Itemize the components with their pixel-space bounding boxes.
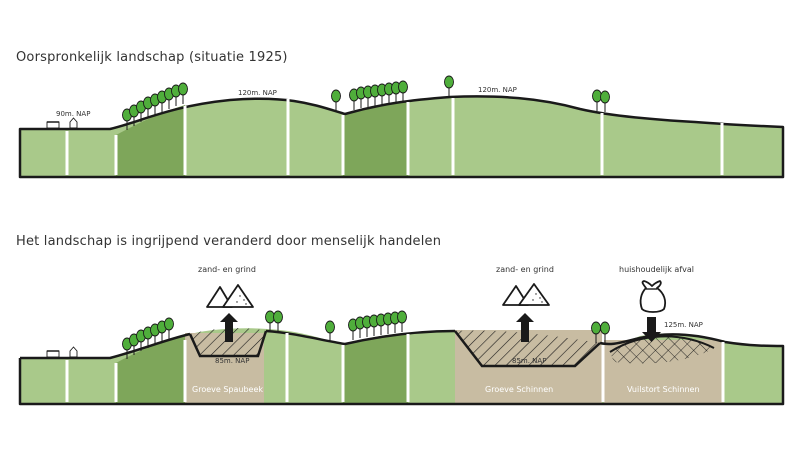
label-120m-a: 120m. NAP <box>238 89 277 97</box>
arrow-down-icon <box>642 317 661 342</box>
label-85m-b: 85m. NAP <box>512 357 546 365</box>
label-zand-grind-b: zand- en grind <box>496 265 554 274</box>
excavated-schinnen <box>455 330 600 366</box>
label-120m-b: 120m. NAP <box>478 86 517 94</box>
arrow-up-icon <box>220 313 238 342</box>
label-90m: 90m. NAP <box>56 110 90 118</box>
forest-field-2 <box>343 333 408 404</box>
label-vuilstort-schinnen: Vuilstort Schinnen <box>627 385 700 394</box>
tree-icon <box>600 90 610 113</box>
house-icon <box>46 117 78 129</box>
label-85m-a: 85m. NAP <box>215 357 249 365</box>
label-groeve-schinnen: Groeve Schinnen <box>485 385 553 394</box>
landfill-waste <box>610 336 714 364</box>
tree-icon <box>444 75 454 98</box>
label-huishoudelijk-afval: huishoudelijk afval <box>619 265 694 274</box>
sand-pile-icon <box>206 284 254 308</box>
label-groeve-spaubeek: Groeve Spaubeek <box>192 385 263 394</box>
forest-field-1 <box>116 334 188 404</box>
garbage-bag-icon <box>639 280 667 313</box>
title-original-landscape: Oorspronkelijk landschap (situatie 1925) <box>16 50 288 65</box>
section-original: 90m. NAP 120m. NAP 120m. NAP <box>18 75 785 179</box>
house-icon <box>46 346 78 358</box>
forest-field-1 <box>116 105 185 177</box>
arrow-up-icon <box>516 313 534 342</box>
label-125m: 125m. NAP <box>664 321 703 329</box>
sand-pile-icon <box>502 283 550 306</box>
forest-field-2 <box>343 102 408 177</box>
tree-icon <box>592 89 602 112</box>
title-changed-landscape: Het landschap is ingrijpend veranderd do… <box>16 234 442 249</box>
label-zand-grind-a: zand- en grind <box>198 265 256 274</box>
section-changed: zand- en grind 85m. NAP Groeve Spaubeek … <box>18 265 785 406</box>
